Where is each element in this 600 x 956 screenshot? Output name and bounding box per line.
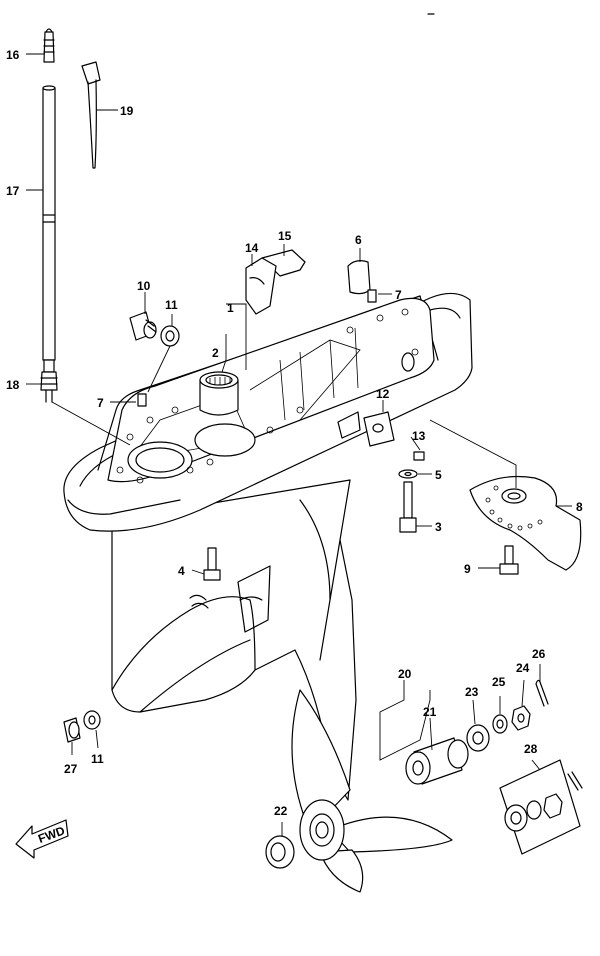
cover-14-15	[245, 249, 306, 315]
stud-4	[203, 547, 221, 581]
propeller	[291, 689, 453, 893]
callout-17: 17	[6, 184, 20, 198]
callout-7-right: 7	[395, 288, 402, 302]
trim-tab-anode	[469, 475, 582, 571]
callout-24: 24	[516, 661, 530, 675]
spacer-22	[265, 835, 295, 869]
callout-11-lower: 11	[91, 752, 104, 766]
leader-lines	[26, 53, 572, 836]
callout-21: 21	[423, 705, 437, 719]
callout-4: 4	[178, 564, 185, 578]
clip-12	[363, 411, 395, 447]
bolt-9	[499, 545, 519, 575]
callout-10: 10	[137, 279, 151, 293]
callout-14: 14	[245, 241, 259, 255]
callout-28: 28	[524, 742, 538, 756]
callout-6: 6	[355, 233, 362, 247]
callout-15: 15	[278, 229, 292, 243]
shift-rod	[42, 85, 56, 361]
callout-13: 13	[412, 429, 426, 443]
callout-8: 8	[576, 500, 583, 514]
gasket-11a	[160, 325, 180, 347]
callout-3: 3	[435, 520, 442, 534]
plug-10	[129, 311, 157, 341]
callout-20: 20	[398, 667, 412, 681]
cap-6	[347, 260, 371, 295]
nut-24	[511, 705, 531, 731]
plug-27	[63, 717, 81, 743]
callout-22: 22	[274, 804, 288, 818]
callout-labels: 16 17 18 19 10 11 7 1 2 14 15 6 7 12 13 …	[6, 48, 583, 818]
bushing-21	[405, 737, 469, 785]
callout-12: 12	[376, 387, 390, 401]
kit-28-box	[499, 759, 583, 855]
callout-26: 26	[532, 647, 546, 661]
fwd-arrow: FWD	[15, 819, 69, 859]
callout-16: 16	[6, 48, 20, 62]
rod-top-fitting	[43, 28, 55, 63]
gearcase-housing	[63, 292, 473, 801]
callout-19: 19	[120, 104, 134, 118]
spacer-25	[492, 714, 508, 734]
callout-7-left: 7	[97, 396, 104, 410]
callout-5: 5	[435, 468, 442, 482]
callout-18: 18	[6, 378, 20, 392]
cotter-pin-26	[535, 679, 549, 707]
callout-1: 1	[227, 301, 234, 315]
bolt-3	[398, 469, 418, 533]
callout-11-upper: 11	[165, 298, 178, 312]
rod-coupler	[40, 359, 58, 403]
callout-27: 27	[64, 762, 78, 776]
pin-7b	[137, 393, 147, 407]
bolt-holes	[116, 308, 419, 484]
callout-25: 25	[492, 675, 506, 689]
callout-23: 23	[465, 685, 479, 699]
callout-2: 2	[212, 346, 219, 360]
gasket-11b	[83, 710, 101, 730]
pin-7a	[367, 289, 377, 303]
callout-9: 9	[464, 562, 471, 576]
cable-tie	[81, 61, 101, 169]
washer-23	[466, 724, 490, 752]
screw-13	[413, 451, 425, 461]
